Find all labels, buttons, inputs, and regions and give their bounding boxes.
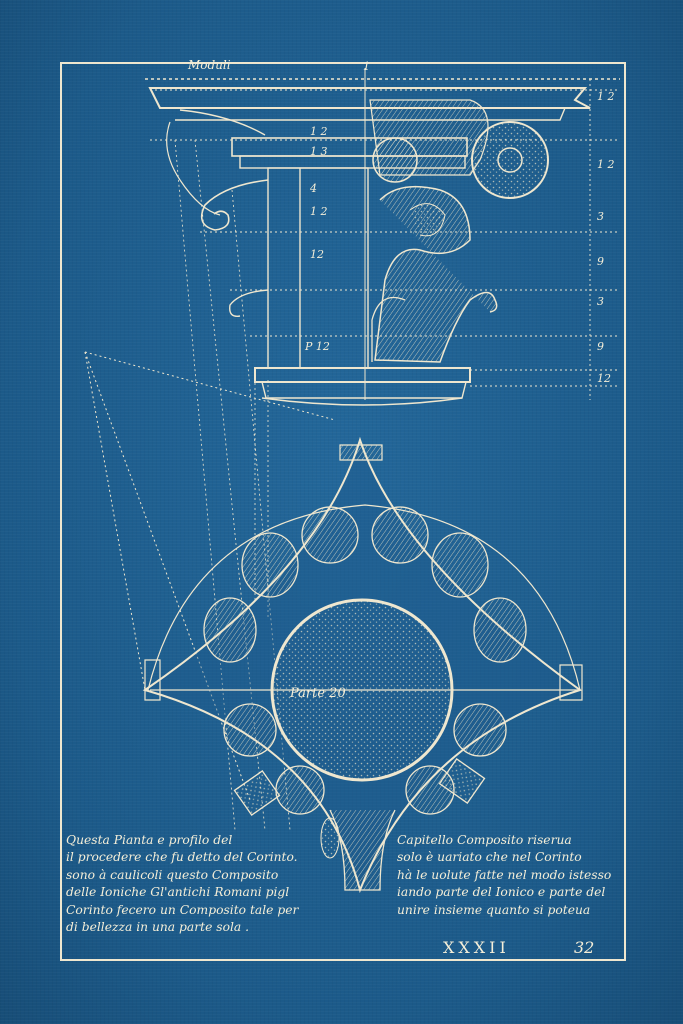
caption-line: sono à caulicoli questo Composito bbox=[66, 867, 279, 882]
profile-number: 1 2 bbox=[310, 205, 328, 218]
right-number: 1 2 bbox=[597, 90, 615, 103]
profile-elevation bbox=[145, 68, 620, 831]
caption-line: di bellezza in una parte sola . bbox=[66, 920, 250, 935]
caption-line: iando parte del Ionico e parte del bbox=[397, 885, 606, 900]
plan-label: Parte 20 bbox=[290, 686, 346, 701]
profile-number: P 12 bbox=[305, 340, 330, 353]
right-number: 3 bbox=[597, 295, 604, 308]
caption-line: hà le uolute fatte nel modo istesso bbox=[397, 867, 612, 882]
plate-border bbox=[60, 62, 626, 961]
caption-line: unire insieme quanto si poteua bbox=[397, 902, 591, 917]
right-number: 1 2 bbox=[597, 158, 615, 171]
axis-mark: 1 bbox=[363, 60, 370, 73]
caption-line: Corinto fecero un Composito tale per bbox=[66, 902, 299, 917]
caption-line: il procedere che fu detto del Corinto. bbox=[66, 850, 298, 865]
profile-number: 1 2 bbox=[310, 125, 328, 138]
plate-number: 32 bbox=[574, 938, 595, 957]
plan-view bbox=[84, 351, 583, 894]
profile-number: 4 bbox=[310, 182, 317, 195]
profile-number: 12 bbox=[310, 248, 324, 261]
right-number: 3 bbox=[597, 210, 604, 223]
ornament-elevation bbox=[369, 99, 549, 363]
caption-left: Questa Pianta e profilo del il procedere… bbox=[66, 832, 298, 936]
caption-line: Capitello Composito riserua bbox=[397, 833, 572, 847]
profile-number: 1 3 bbox=[310, 145, 328, 158]
caption-line: delle Ioniche Gl'antichi Romani pigl bbox=[66, 885, 290, 900]
plate-roman-numeral: XXXII bbox=[443, 938, 510, 957]
caption-line: solo è uariato che nel Corinto bbox=[397, 850, 582, 865]
right-number: 9 bbox=[597, 255, 604, 268]
caption-line: Questa Pianta e profilo del bbox=[66, 833, 233, 847]
right-number: 12 bbox=[597, 372, 611, 385]
moduli-label: Moduli bbox=[188, 58, 231, 72]
right-number: 9 bbox=[597, 340, 604, 353]
caption-right: Capitello Composito riserua solo è uaria… bbox=[397, 832, 611, 919]
